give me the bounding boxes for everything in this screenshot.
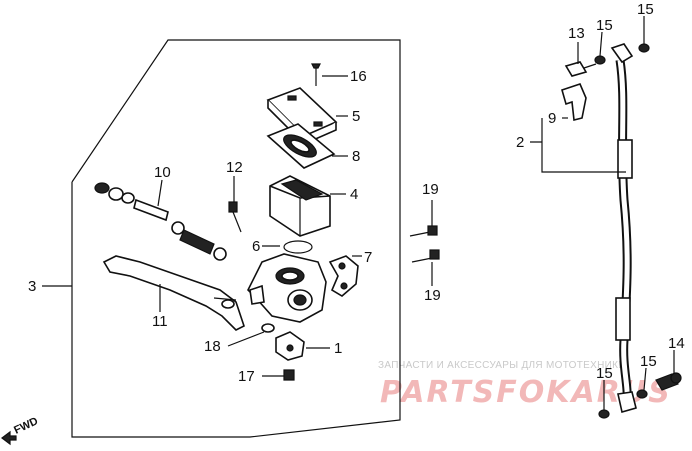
assembly-boundary (71, 39, 401, 438)
callout-7: 7 (364, 249, 372, 266)
piston-kit (94, 182, 227, 261)
brake-lever (102, 255, 245, 331)
brake-light-switch (275, 331, 305, 361)
forward-label: FWD (12, 415, 40, 436)
callout-17: 17 (238, 368, 255, 385)
callout-6: 6 (252, 238, 260, 255)
callout-4: 4 (350, 186, 358, 203)
watermark-caption: ЗАПЧАСТИ И АКСЕССУАРЫ ДЛЯ МОТОТЕХНИКИ (378, 360, 626, 371)
callout-14: 14 (668, 335, 685, 352)
callout-16: 16 (350, 68, 367, 85)
washer-lower-15c (636, 389, 648, 399)
o-ring (283, 240, 313, 254)
forward-indicator: FWD (1, 415, 40, 446)
callout-12: 12 (226, 159, 243, 176)
callout-13: 13 (568, 25, 585, 42)
mirror-bolt-upper (409, 225, 438, 237)
mirror-bolt-lower (411, 249, 440, 263)
banjo-bolt-upper (564, 61, 597, 77)
washer-lower-15d (598, 409, 610, 419)
forward-arrow-icon (1, 430, 17, 446)
callout-9: 9 (548, 110, 556, 127)
callout-15-lower-c: 15 (640, 353, 657, 370)
callout-11: 11 (152, 313, 168, 330)
banjo-bolt-lower (655, 372, 682, 391)
callout-15-upper-b: 15 (637, 1, 654, 18)
callout-19-lower: 19 (424, 287, 441, 304)
pivot-bolt (228, 201, 242, 233)
callout-18: 18 (204, 338, 221, 355)
leader-lines (42, 16, 675, 410)
callout-8: 8 (352, 148, 360, 165)
diaphragm-plate (266, 123, 336, 169)
screw-16 (311, 63, 321, 86)
callout-2: 2 (516, 134, 524, 151)
callout-15-upper-a: 15 (596, 17, 613, 34)
callout-1: 1 (334, 340, 342, 357)
callout-19-upper: 19 (422, 181, 439, 198)
brake-hose (610, 43, 637, 414)
reservoir-body (269, 175, 331, 237)
handlebar-clamp (328, 255, 359, 297)
callout-3: 3 (28, 278, 36, 295)
callout-15-lower-d: 15 (596, 365, 613, 382)
callout-5: 5 (352, 108, 360, 125)
washer-18 (261, 323, 275, 333)
master-cylinder-body (247, 253, 327, 323)
washer-upper-15a (594, 55, 606, 65)
hose-elbow (561, 83, 587, 121)
callout-10: 10 (154, 164, 171, 181)
screw-17 (283, 369, 295, 381)
washer-upper-15b (638, 43, 650, 53)
